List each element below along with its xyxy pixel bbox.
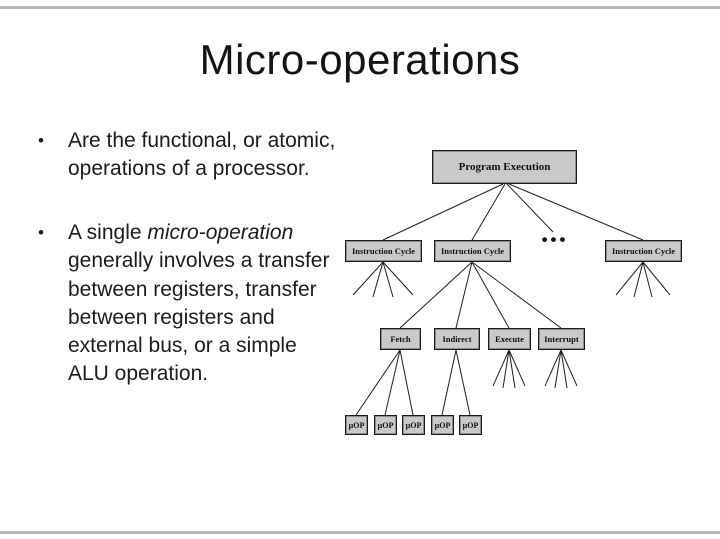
node-interrupt: Interrupt xyxy=(538,328,585,350)
program-execution-diagram: Program Execution Instruction Cycle Inst… xyxy=(335,140,697,452)
slide-top-edge xyxy=(0,6,720,9)
bullet-marker: • xyxy=(38,223,44,243)
diagram-ellipsis: ••• xyxy=(541,230,569,249)
node-uop-1: µOP xyxy=(345,415,368,435)
bullet-text-2: A single micro-operation generally invol… xyxy=(68,219,340,388)
node-uop-5: µOP xyxy=(459,415,482,435)
node-instruction-cycle-2: Instruction Cycle xyxy=(434,240,511,262)
bullet-item-1: • Are the functional, or atomic, operati… xyxy=(38,127,340,183)
bullet-2-pre: A single xyxy=(68,221,148,245)
node-program-execution: Program Execution xyxy=(432,150,577,184)
node-uop-2: µOP xyxy=(374,415,397,435)
node-indirect: Indirect xyxy=(434,328,480,350)
node-instruction-cycle-3: Instruction Cycle xyxy=(605,240,682,262)
bullet-text-1: Are the functional, or atomic, operation… xyxy=(68,129,336,181)
node-execute: Execute xyxy=(488,328,531,350)
bullet-2-post: generally involves a transfer between re… xyxy=(68,249,330,385)
diagram-connectors xyxy=(352,183,671,416)
slide-title: Micro-operations xyxy=(199,36,521,83)
node-uop-3: µOP xyxy=(402,415,425,435)
node-instruction-cycle-1: Instruction Cycle xyxy=(345,240,422,262)
bullet-list: • Are the functional, or atomic, operati… xyxy=(38,127,340,424)
slide-bottom-edge xyxy=(0,531,720,534)
bullet-marker: • xyxy=(38,131,44,150)
bullet-item-2: • A single micro-operation generally inv… xyxy=(38,219,340,388)
node-fetch: Fetch xyxy=(380,328,421,350)
bullet-2-italic: micro-operation xyxy=(147,221,294,245)
node-uop-4: µOP xyxy=(431,415,454,435)
